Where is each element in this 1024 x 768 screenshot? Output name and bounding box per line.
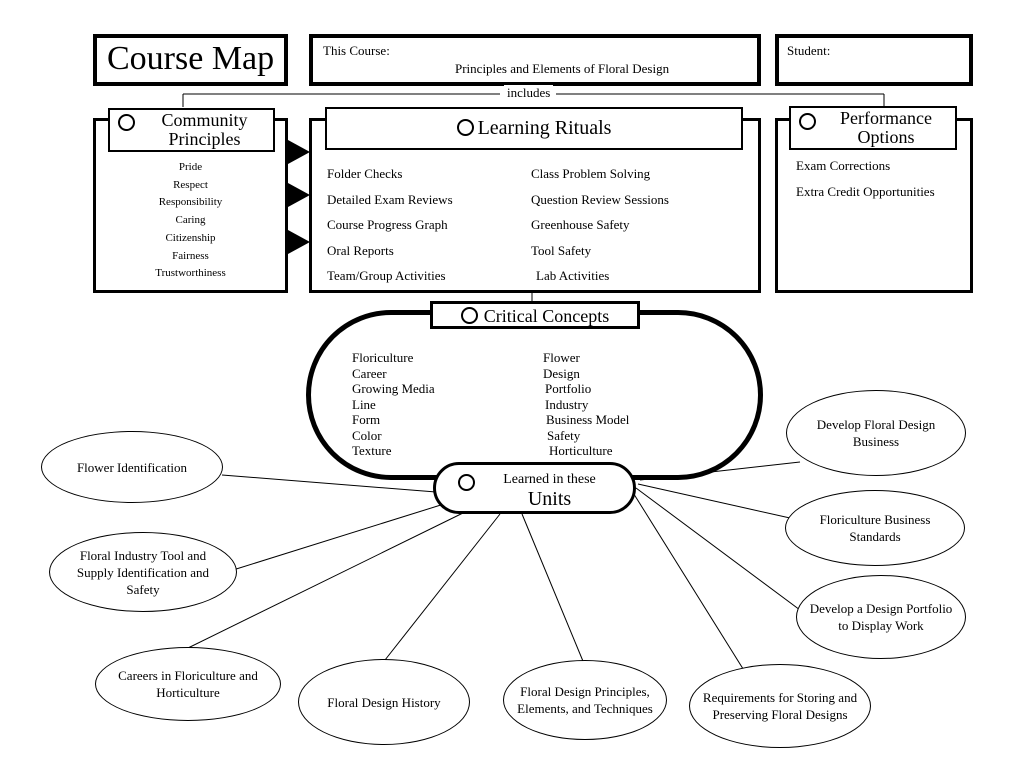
concept-item: Flower — [543, 350, 580, 365]
concepts-right-list: Flower Design Portfolio Industry Busines… — [543, 350, 629, 459]
circle-icon — [799, 113, 816, 130]
community-title-line2: Principles — [168, 129, 241, 149]
community-item: Fairness — [172, 249, 209, 262]
community-title-line1: Community — [161, 110, 248, 130]
ritual-item: Question Review Sessions — [531, 191, 669, 207]
units-hub: Learned in these Units — [433, 462, 636, 514]
unit-oval-design-portfolio: Develop a Design Portfolio to Display Wo… — [796, 575, 966, 659]
concept-item: Horticulture — [549, 443, 613, 458]
performance-title-line1: Performance — [840, 108, 932, 128]
unit-oval-floral-design-business: Develop Floral Design Business — [786, 390, 966, 476]
includes-label: includes — [504, 85, 554, 101]
concept-item: Safety — [547, 427, 581, 443]
critical-concepts-title: Critical Concepts — [483, 306, 610, 326]
spoke-2 — [232, 503, 445, 571]
unit-oval-storing-preserving: Requirements for Storing and Preserving … — [689, 664, 871, 748]
ritual-item: Oral Reports — [327, 242, 394, 258]
ritual-item: Lab Activities — [536, 268, 610, 284]
ritual-item: Folder Checks — [327, 166, 403, 181]
performance-item: Extra Credit Opportunities — [796, 183, 935, 199]
community-principles-header: Community Principles — [108, 108, 275, 152]
community-item: Caring — [175, 214, 206, 227]
circle-icon — [458, 474, 475, 491]
concept-item: Design — [543, 365, 580, 381]
community-item: Responsibility — [158, 196, 223, 209]
ritual-item: Class Problem Solving — [531, 166, 651, 181]
concept-item: Career — [352, 365, 387, 381]
concept-item: Texture — [352, 443, 392, 458]
concept-item: Floriculture — [352, 350, 414, 365]
concept-item: Growing Media — [352, 381, 435, 396]
course-box: This Course: Principles and Elements of … — [309, 34, 761, 86]
course-label: This Course: — [323, 43, 390, 58]
course-name: Principles and Elements of Floral Design — [455, 61, 670, 76]
spoke-6 — [631, 490, 746, 673]
critical-concepts-pill: Floriculture Career Growing Media Line F… — [306, 310, 763, 480]
concept-item: Industry — [545, 396, 589, 412]
units-hub-line1: Learned in these — [503, 472, 596, 487]
community-item: Respect — [173, 178, 208, 191]
critical-concepts-header: Critical Concepts — [430, 301, 640, 329]
circle-icon — [456, 119, 474, 136]
spoke-3 — [187, 511, 466, 649]
spoke-7 — [635, 487, 801, 611]
concept-item: Color — [352, 427, 382, 443]
concept-item: Business Model — [546, 412, 630, 427]
performance-item: Exam Corrections — [796, 158, 891, 173]
community-item: Pride — [178, 161, 203, 173]
community-item: Citizenship — [165, 231, 216, 244]
spoke-5 — [521, 513, 586, 667]
community-principles-list: Pride Respect Responsibility Caring Citi… — [96, 159, 285, 283]
arrow-1 — [288, 140, 310, 164]
course-map-title-box: Course Map — [93, 34, 288, 86]
unit-oval-business-standards: Floriculture Business Standards — [785, 490, 965, 566]
arrow-2 — [288, 183, 310, 207]
ritual-item: Detailed Exam Reviews — [327, 191, 453, 207]
ritual-item: Greenhouse Safety — [531, 217, 630, 233]
rituals-right-list: Class Problem Solving Question Review Se… — [531, 161, 669, 289]
learning-rituals-header: Learning Rituals — [325, 107, 743, 150]
units-hub-line2: Units — [527, 488, 572, 510]
performance-list: Exam Corrections Extra Credit Opportunit… — [796, 153, 935, 204]
arrow-3 — [288, 230, 310, 254]
spoke-1 — [221, 474, 437, 493]
unit-oval-flower-identification: Flower Identification — [41, 431, 223, 503]
course-map-title: Course Map — [107, 40, 275, 77]
circle-icon — [460, 307, 478, 324]
concepts-left-list: Floriculture Career Growing Media Line F… — [352, 350, 435, 459]
unit-oval-floral-design-history: Floral Design History — [298, 659, 470, 745]
circle-icon — [118, 114, 135, 131]
unit-oval-floral-industry-tool: Floral Industry Tool and Supply Identifi… — [49, 532, 237, 612]
ritual-item: Course Progress Graph — [327, 217, 448, 233]
student-box: Student: — [775, 34, 973, 86]
concept-item: Form — [352, 412, 381, 427]
concept-item: Portfolio — [545, 381, 592, 396]
concept-item: Line — [352, 396, 376, 412]
unit-oval-floral-design-principles: Floral Design Principles, Elements, and … — [503, 660, 667, 740]
student-label: Student: — [787, 43, 831, 58]
rituals-left-list: Folder Checks Detailed Exam Reviews Cour… — [327, 161, 453, 289]
ritual-item: Team/Group Activities — [327, 268, 446, 284]
performance-options-header: Performance Options — [789, 106, 957, 150]
community-item: Trustworthiness — [155, 267, 226, 280]
ritual-item: Tool Safety — [531, 242, 592, 258]
learning-rituals-title: Learning Rituals — [477, 117, 612, 139]
performance-title-line2: Options — [857, 127, 915, 147]
spoke-4 — [384, 513, 501, 661]
spoke-8 — [637, 483, 791, 519]
unit-oval-careers: Careers in Floriculture and Horticulture — [95, 647, 281, 721]
